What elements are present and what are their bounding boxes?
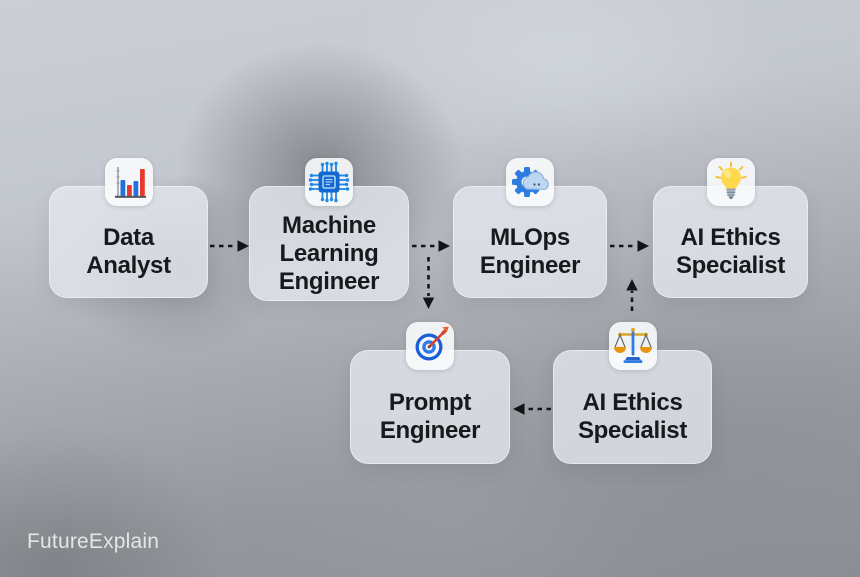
node-label: Data Analyst xyxy=(86,224,171,279)
node-prompt-engineer: Prompt Engineer xyxy=(350,322,510,464)
lightbulb-icon xyxy=(706,158,755,206)
node-ai-ethics-specialist-top: AI Ethics Specialist xyxy=(653,158,808,298)
watermark-futureexplain: FutureExplain xyxy=(27,530,160,553)
node-ml-engineer: Machine Learning Engineer xyxy=(249,158,409,301)
node-label: Prompt Engineer xyxy=(379,389,481,444)
node-label: Machine Learning Engineer xyxy=(278,211,380,295)
arrowhead-left xyxy=(513,403,525,415)
arrowhead-right-2 xyxy=(438,240,450,252)
chip-icon xyxy=(305,158,353,206)
arrowhead-right-1 xyxy=(237,240,249,252)
node-ai-ethics-specialist-bottom: AI Ethics Specialist xyxy=(553,322,712,464)
gear-cloud-icon xyxy=(506,158,554,206)
arrowhead-up xyxy=(626,279,638,291)
node-data-analyst: Data Analyst xyxy=(49,158,208,298)
node-label: AI Ethics Specialist xyxy=(577,389,688,444)
node-label: AI Ethics Specialist xyxy=(675,224,786,279)
target-dart-icon xyxy=(406,322,454,370)
arrowhead-down xyxy=(422,297,435,309)
balance-scales-icon xyxy=(608,322,657,370)
arrowhead-right-3 xyxy=(637,240,649,252)
node-label: MLOps Engineer xyxy=(479,224,581,279)
node-mlops-engineer: MLOps Engineer xyxy=(453,158,607,298)
bar-chart-icon xyxy=(104,158,153,206)
